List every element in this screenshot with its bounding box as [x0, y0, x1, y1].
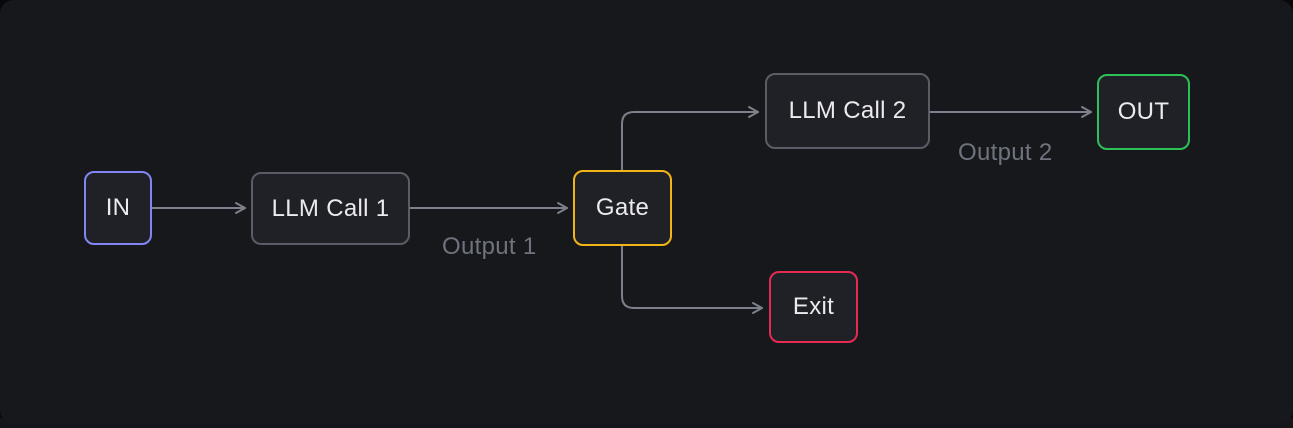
edge-gate-to-exit: [621, 245, 763, 314]
node-gate: Gate: [573, 170, 672, 246]
node-out-label: OUT: [1117, 98, 1170, 125]
node-in: IN: [84, 171, 152, 245]
edge-label-output-1: Output 1: [442, 233, 537, 260]
node-llm-call-1: LLM Call 1: [251, 172, 410, 245]
node-in-label: IN: [105, 194, 131, 221]
edge-gate-to-llm-call-2: [621, 106, 759, 171]
node-llm-call-1-label: LLM Call 1: [271, 194, 390, 222]
node-out: OUT: [1097, 74, 1190, 150]
node-gate-label: Gate: [595, 194, 650, 221]
node-llm-call-2: LLM Call 2: [765, 73, 930, 149]
edge-label-output-2: Output 2: [958, 139, 1053, 166]
node-llm-call-2-label: LLM Call 2: [788, 97, 907, 124]
node-exit-label: Exit: [792, 293, 835, 320]
node-exit: Exit: [769, 271, 858, 343]
